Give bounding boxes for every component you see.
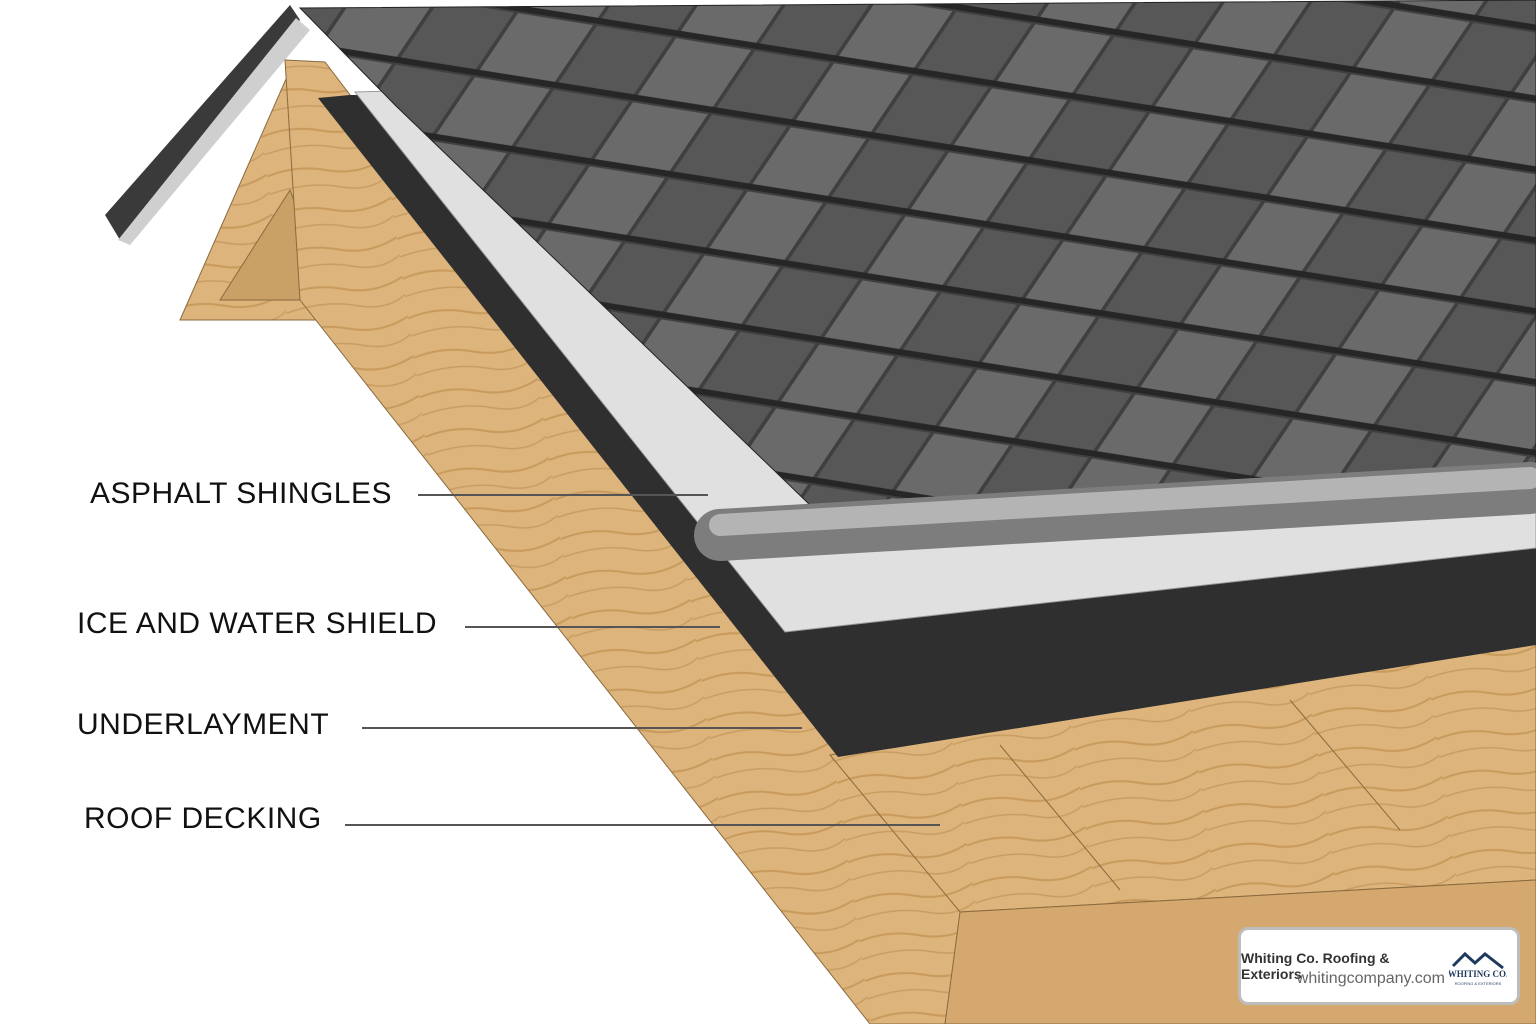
label-asphalt-shingles: ASPHALT SHINGLES (90, 477, 392, 510)
brand-name: Whiting Co. Roofing & Exteriors (1241, 950, 1390, 982)
brand-card: Whiting Co. Roofing & Exteriors whitingc… (1238, 927, 1520, 1005)
label-underlayment: UNDERLAYMENT (77, 708, 330, 741)
leader-ice-water-shield (465, 626, 720, 628)
leader-underlayment (362, 727, 802, 729)
label-roof-decking: ROOF DECKING (84, 802, 322, 835)
rake-board (284, 59, 966, 1024)
svg-text:ROOFING & EXTERIORS: ROOFING & EXTERIORS (1455, 981, 1502, 986)
leader-roof-decking (345, 824, 940, 826)
brand-logo: WHITING CO. ROOFING & EXTERIORS (1449, 951, 1507, 986)
brand-url: whitingcompany.com (1296, 970, 1445, 987)
svg-text:WHITING CO.: WHITING CO. (1449, 969, 1507, 979)
drip-edge (694, 462, 1536, 561)
label-ice-water-shield: ICE AND WATER SHIELD (77, 607, 438, 640)
leader-asphalt-shingles (418, 494, 708, 496)
